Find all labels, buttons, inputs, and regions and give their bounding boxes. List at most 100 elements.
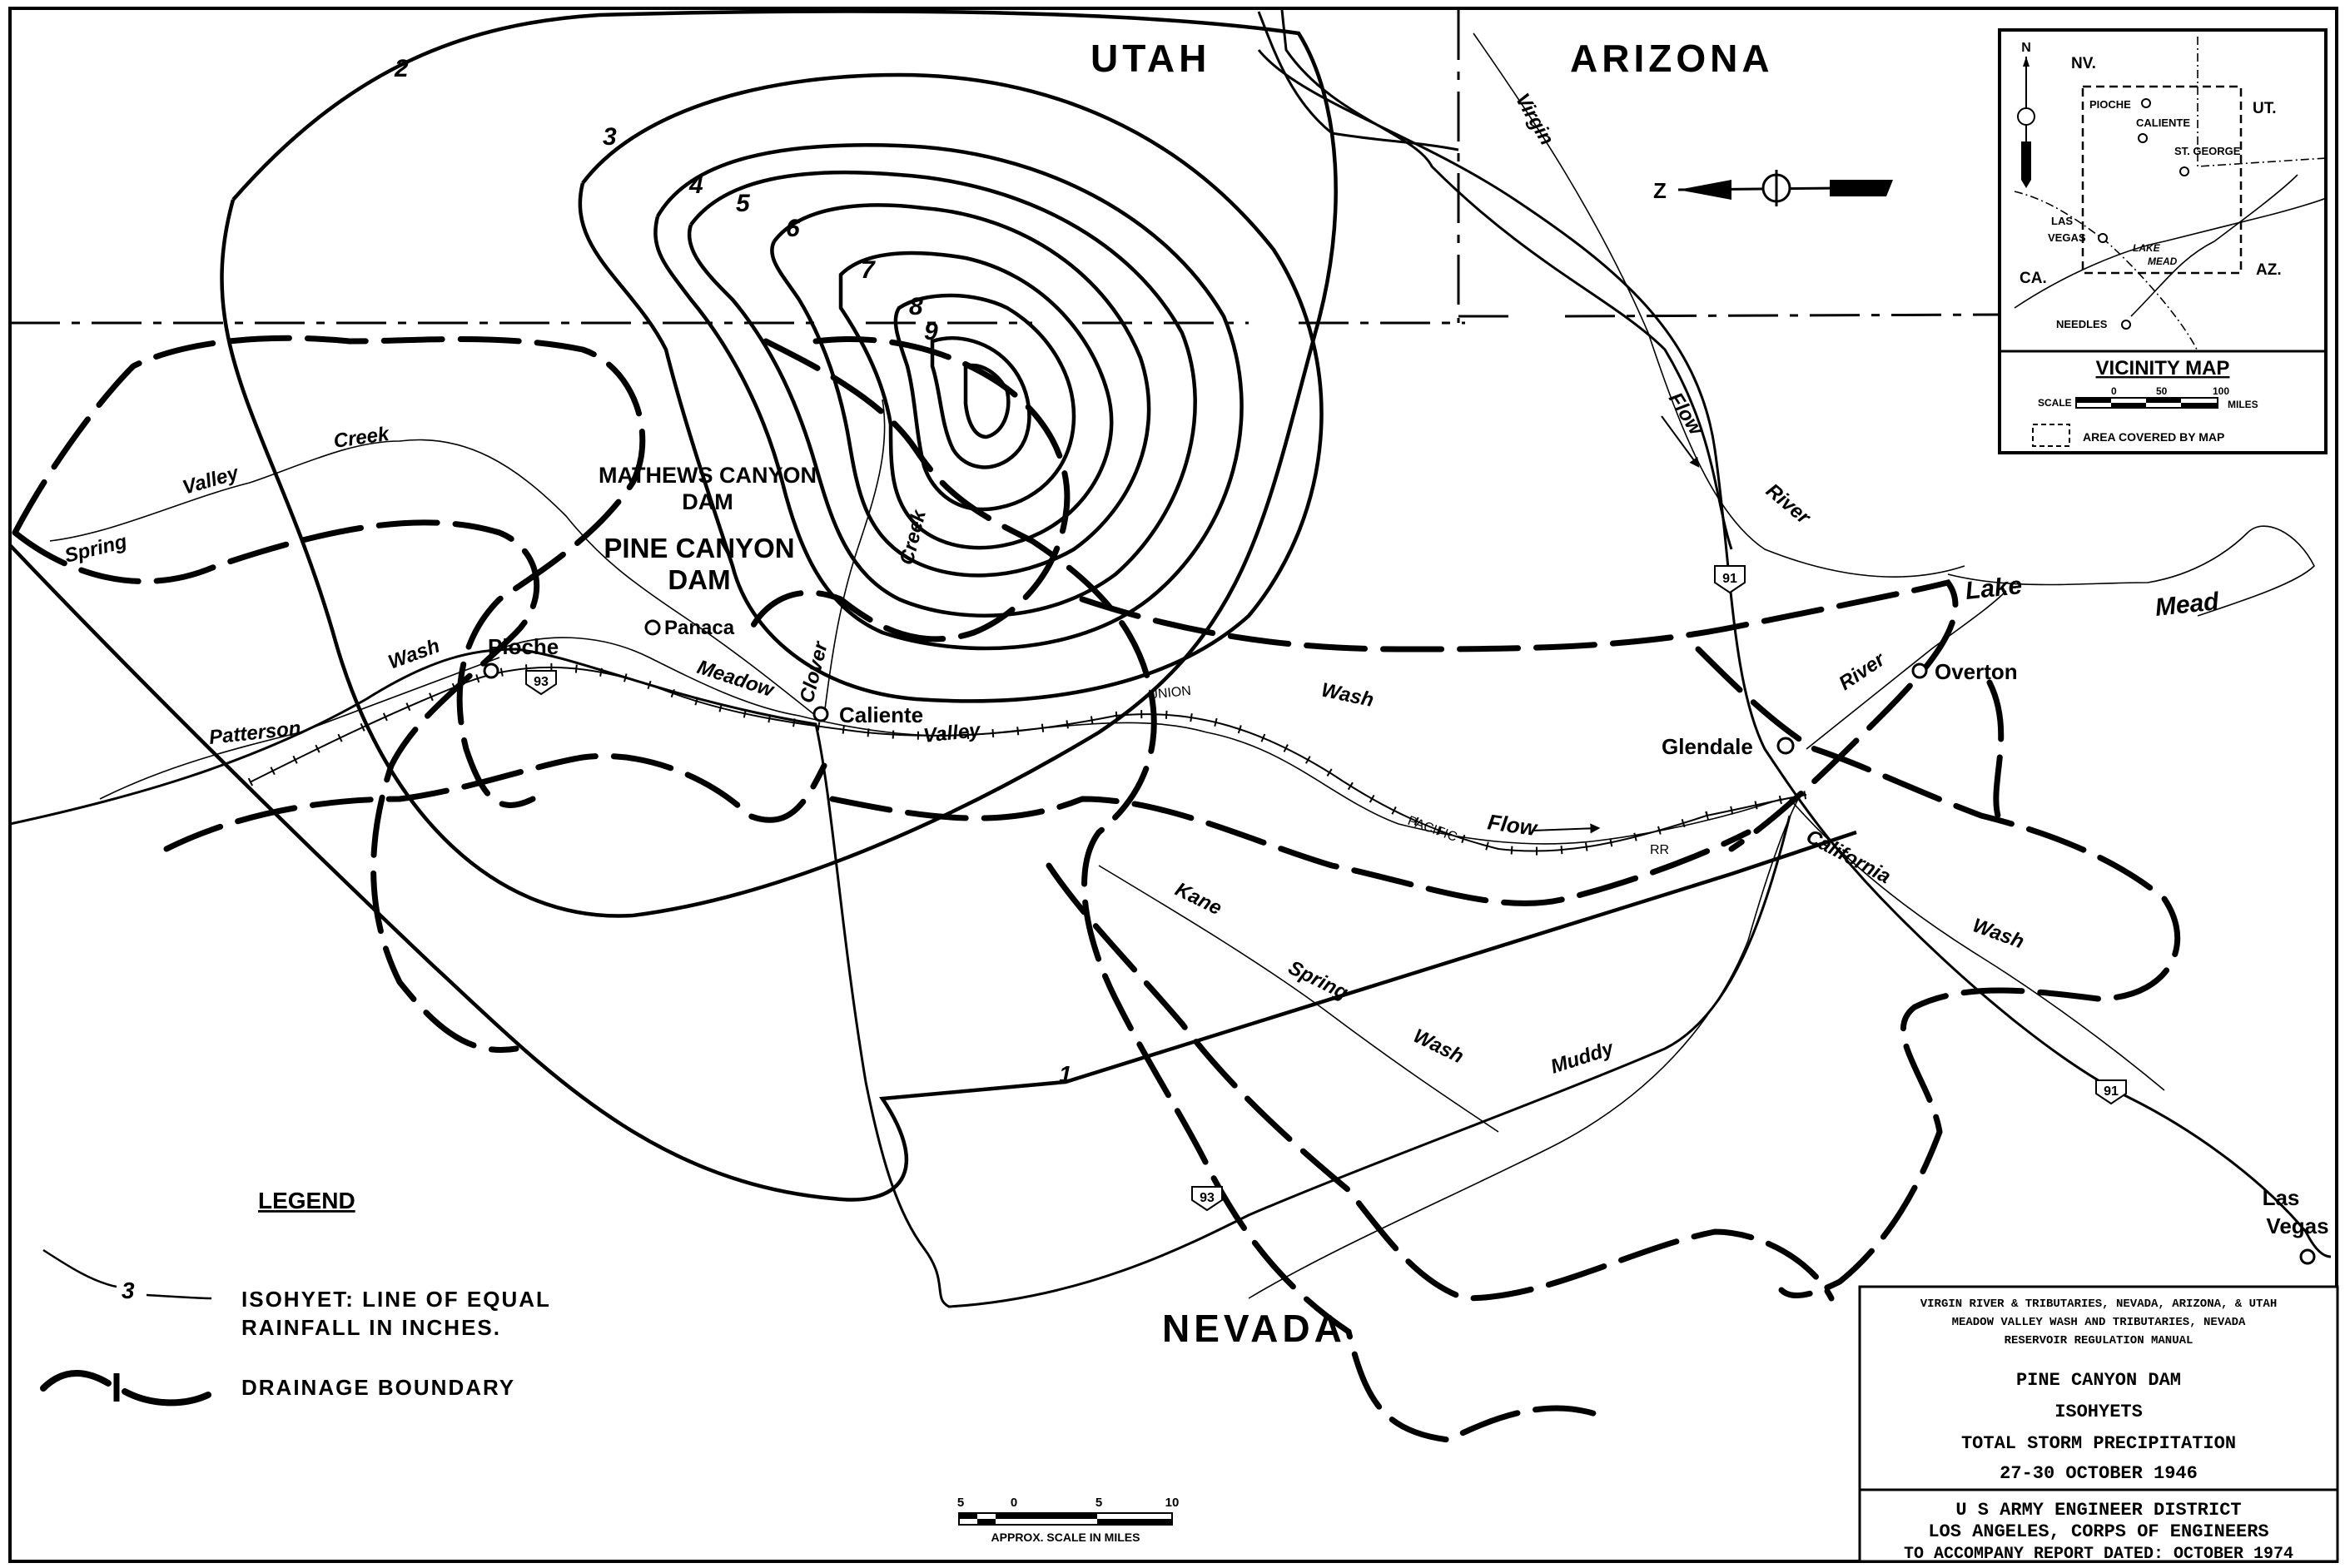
label-creek-top: Creek xyxy=(332,423,391,453)
label-lake: Lake xyxy=(1964,572,2023,605)
drainage-boundary-dam-area xyxy=(746,335,1071,643)
title-block-line7: 27-30 OCTOBER 1946 xyxy=(2000,1463,2198,1484)
vicinity-label-needles: NEEDLES xyxy=(2056,318,2108,330)
highway-shield-91-a: 91 xyxy=(1714,565,1746,594)
label-wash-right: Wash xyxy=(1970,914,2027,953)
scale-tick-5a: 5 xyxy=(957,1496,964,1510)
drainage-boundary-southeast xyxy=(1695,646,2181,1299)
virgin-river xyxy=(1473,32,1965,578)
town-label-pioche: Pioche xyxy=(488,634,559,659)
title-block-line1: VIRGIN RIVER & TRIBUTARIES, NEVADA, ARIZ… xyxy=(1920,1298,2277,1311)
label-meadow: Meadow xyxy=(694,656,778,702)
utah-arizona-border xyxy=(1457,313,2005,323)
panaca-marker xyxy=(644,619,661,636)
isohyet-contours xyxy=(8,9,1857,1202)
caliente-marker xyxy=(812,706,829,722)
legend: LEGEND 3 ISOHYET: LINE OF EQUAL RAINFALL… xyxy=(40,1188,551,1407)
map-frame xyxy=(8,7,2338,1563)
isohyet-label-9: 9 xyxy=(924,318,938,345)
vicinity-label-caliente: CALIENTE xyxy=(2136,117,2190,129)
isohyet-1 xyxy=(8,543,1857,1202)
isohyet-3 xyxy=(578,72,1324,703)
label-spring-mid: Spring xyxy=(1284,956,1351,1005)
highway-93 xyxy=(9,648,1791,1308)
title-block-line10: TO ACCOMPANY REPORT DATED: OCTOBER 1974 xyxy=(1904,1545,2293,1564)
railroad-label-rr: RR xyxy=(1650,843,1669,857)
label-wash-left: Wash xyxy=(385,635,443,674)
isohyet-4 xyxy=(653,143,1244,651)
compass-z-label: Z xyxy=(1653,178,1667,203)
dam-label-pine-line1: PINE CANYON xyxy=(604,533,794,563)
label-spring: Spring xyxy=(62,530,130,568)
town-label-overton: Overton xyxy=(1935,659,2018,684)
vicinity-area-covered: AREA COVERED BY MAP xyxy=(2083,430,2224,444)
isohyet-label-2: 2 xyxy=(394,55,409,82)
town-markers xyxy=(483,619,2316,1265)
legend-isohyet-text-2: RAINFALL IN INCHES. xyxy=(241,1315,501,1340)
drainage-boundary-southwest xyxy=(12,519,540,1053)
california-wash xyxy=(1789,798,2165,1091)
compass-indicator: Z xyxy=(1653,170,1893,206)
label-valley-mid: Valley xyxy=(922,719,983,747)
vicinity-map-area-box xyxy=(2081,85,2243,275)
railroad-label-union: UNION xyxy=(1148,684,1192,702)
vicinity-label-pioche: PIOCHE xyxy=(2089,98,2131,111)
legend-title: LEGEND xyxy=(258,1188,355,1213)
state-label-utah: UTAH xyxy=(1091,37,1210,80)
arizona-nevada-border-diagonal xyxy=(1280,9,1733,550)
title-block-line3: RESERVOIR REGULATION MANUAL xyxy=(2005,1334,2193,1347)
vicinity-label-st-george: ST. GEORGE xyxy=(2174,145,2241,157)
highway-shield-93-b-label: 93 xyxy=(1200,1191,1215,1205)
town-label-caliente: Caliente xyxy=(839,702,923,727)
pioche-marker xyxy=(483,662,499,679)
muddy-river xyxy=(1248,798,1799,1299)
title-block-line5: ISOHYETS xyxy=(2054,1402,2143,1422)
label-kane: Kane xyxy=(1171,878,1225,920)
town-label-las: Las xyxy=(2263,1185,2300,1210)
title-block-line9: LOS ANGELES, CORPS OF ENGINEERS xyxy=(1928,1521,2268,1542)
legend-isohyet-text-1: ISOHYET: LINE OF EQUAL xyxy=(241,1287,551,1312)
meadow-valley-wash xyxy=(499,637,1782,845)
highway-shield-93-a-label: 93 xyxy=(534,675,549,689)
vicinity-scale-label: SCALE xyxy=(2038,397,2072,409)
isohyet-2 xyxy=(220,9,1338,918)
vicinity-map-title: VICINITY MAP xyxy=(2096,357,2230,380)
isohyet-label-7: 7 xyxy=(861,256,876,284)
label-creek-mid: Creek xyxy=(896,507,932,568)
drainage-boundary-central xyxy=(763,338,1602,1443)
dam-label-pine-line2: DAM xyxy=(668,564,730,595)
label-virgin: Virgin xyxy=(1511,90,1558,150)
label-river-top: River xyxy=(1761,479,1816,529)
vicinity-scale-tick-0: 0 xyxy=(2111,385,2117,397)
label-wash-mid: Wash xyxy=(1319,678,1376,712)
vicinity-north-letter: N xyxy=(2021,41,2031,55)
state-boundaries xyxy=(10,9,2005,550)
title-block-line8: U S ARMY ENGINEER DISTRICT xyxy=(1955,1500,2241,1521)
railroad-label-pacific: PACIFIC xyxy=(1406,814,1459,845)
isohyet-label-4: 4 xyxy=(688,171,703,199)
isohyet-6 xyxy=(770,203,1151,578)
drainage-boundary-middle xyxy=(829,796,1751,906)
vicinity-label-vegas: VEGAS xyxy=(2048,231,2086,244)
drainage-boundary-south-of-pioche xyxy=(163,752,827,852)
label-river-low: River xyxy=(1835,648,1890,695)
isohyet-8 xyxy=(893,293,1076,512)
scale-tick-10: 10 xyxy=(1165,1496,1180,1510)
label-wash-low: Wash xyxy=(1409,1025,1467,1068)
isohyet-labels: 1 2 3 4 5 6 7 8 9 xyxy=(394,55,1072,1087)
compass-arrow-line xyxy=(1677,186,1841,191)
highway-shield-93-a: 93 xyxy=(525,670,557,696)
highway-shield-91-a-label: 91 xyxy=(1722,572,1737,586)
label-mead: Mead xyxy=(2154,588,2220,622)
state-label-nevada: NEVADA xyxy=(1162,1307,1346,1350)
spring-valley-creek xyxy=(49,439,817,717)
vicinity-label-mead: MEAD xyxy=(2148,256,2178,267)
isohyet-label-1: 1 xyxy=(1059,1061,1072,1087)
vicinity-label-az: AZ. xyxy=(2256,261,2282,279)
drainage-boundary-south-loop xyxy=(1046,862,1835,1302)
vicinity-scale-tick-50: 50 xyxy=(2156,385,2168,397)
title-block-line2: MEADOW VALLEY WASH AND TRIBUTARIES, NEVA… xyxy=(1952,1316,2246,1329)
dam-label-mathews-line1: MATHEWS CANYON xyxy=(599,463,817,488)
town-label-panaca: Panaca xyxy=(664,617,735,639)
